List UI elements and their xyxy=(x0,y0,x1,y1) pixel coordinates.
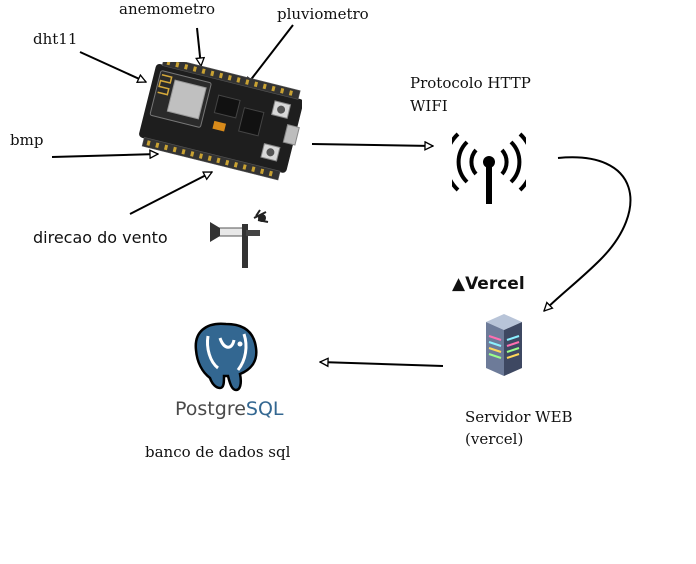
label-wifi: WIFI xyxy=(410,97,448,115)
label-dht11: dht11 xyxy=(33,30,78,48)
postgresql-wordmark-part1: Postgre xyxy=(175,398,246,420)
postgresql-elephant-icon xyxy=(194,322,258,392)
label-vercel-paren: (vercel) xyxy=(465,430,524,448)
server-icon xyxy=(486,314,522,376)
board-to-wifi-arrow xyxy=(311,144,433,146)
postgresql-wordmark: PostgreSQL xyxy=(175,398,284,420)
wifi-to-server-arrow xyxy=(544,156,632,311)
vercel-wordmark: Vercel xyxy=(465,274,525,294)
postgresql-wordmark-part2: SQL xyxy=(245,398,284,420)
label-bmp: bmp xyxy=(10,131,44,149)
label-servidor-web: Servidor WEB xyxy=(465,408,573,426)
esp8266-board-icon xyxy=(139,62,302,181)
label-banco-de-dados: banco de dados sql xyxy=(145,443,291,461)
anemometro-arrow xyxy=(197,27,201,66)
bmp-arrow xyxy=(51,154,158,157)
vercel-triangle-icon: ▲ xyxy=(452,274,466,294)
wifi-antenna-icon xyxy=(452,132,526,204)
server-to-db-arrow xyxy=(320,362,444,366)
dht11-arrow xyxy=(79,51,146,82)
pluviometro-arrow xyxy=(246,24,294,86)
wind-vane-icon xyxy=(210,209,269,268)
label-anemometro: anemometro xyxy=(119,0,216,18)
direcao-arrow xyxy=(129,171,212,215)
label-direcao-do-vento: direcao do vento xyxy=(33,228,168,247)
label-pluviometro: pluviometro xyxy=(277,5,369,23)
vercel-logo: ▲Vercel xyxy=(452,274,525,294)
label-protocolo-http: Protocolo HTTP xyxy=(410,74,531,92)
